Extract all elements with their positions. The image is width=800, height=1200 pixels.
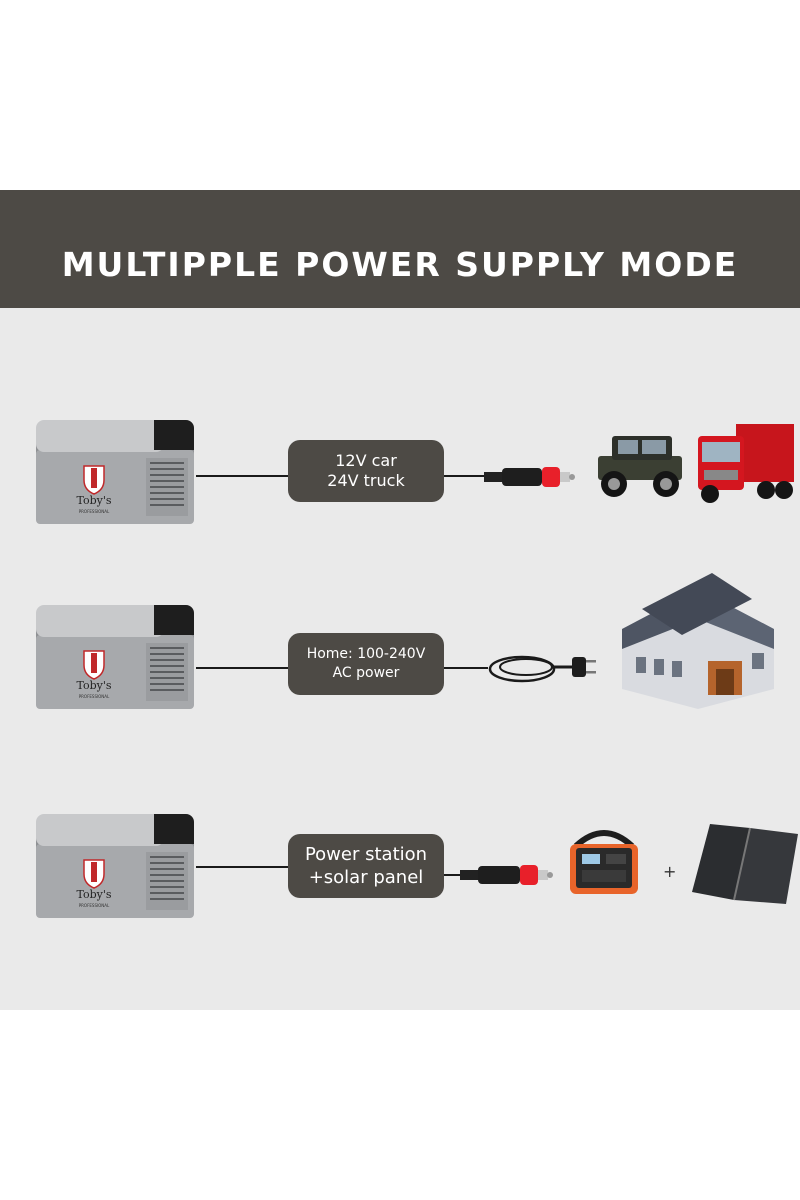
ac-plug-icon bbox=[488, 655, 596, 683]
fridge-image: Toby's PROFESSIONAL bbox=[36, 420, 194, 524]
mode-row-power-station: Toby's PROFESSIONAL Power station +solar… bbox=[0, 812, 800, 942]
mode-label-car: 12V car 24V truck bbox=[288, 440, 444, 502]
fridge-sub: PROFESSIONAL bbox=[79, 509, 110, 514]
car-plug-icon bbox=[460, 865, 553, 885]
mode-line1: Power station bbox=[304, 844, 428, 865]
jeep-icon bbox=[598, 436, 682, 497]
fridge-brand: Toby's bbox=[76, 679, 111, 692]
power-station-icon bbox=[570, 830, 638, 894]
vent-grille bbox=[150, 647, 184, 691]
mode-label-home: Home: 100-240V AC power bbox=[288, 633, 444, 695]
vent-grille bbox=[150, 462, 184, 506]
mode-line1: 12V car bbox=[335, 451, 397, 470]
plus-sign: + bbox=[663, 862, 677, 881]
mode-line1: Home: 100-240V bbox=[306, 646, 426, 662]
fridge-brand: Toby's bbox=[76, 494, 111, 507]
cable bbox=[196, 866, 288, 868]
mode-label-power-station: Power station +solar panel bbox=[288, 834, 444, 898]
mode-line2: AC power bbox=[332, 665, 400, 681]
cable bbox=[196, 475, 288, 477]
mode-row-home: Toby's PROFESSIONAL Home: 100-240V AC po… bbox=[0, 573, 800, 733]
fridge-image: Toby's PROFESSIONAL bbox=[36, 814, 194, 918]
cable bbox=[196, 667, 288, 669]
title-banner bbox=[0, 190, 800, 308]
page-title: MULTIPPLE POWER SUPPLY MODE bbox=[61, 245, 739, 284]
house-icon bbox=[622, 573, 774, 709]
truck-icon bbox=[698, 424, 794, 503]
cable bbox=[444, 667, 488, 669]
mode-line2: +solar panel bbox=[308, 867, 424, 888]
car-plug-icon bbox=[484, 467, 575, 487]
mode-line2: 24V truck bbox=[327, 471, 405, 490]
mode-row-car: Toby's PROFESSIONAL 12V car 24V truck bbox=[0, 418, 800, 548]
fridge-image: Toby's PROFESSIONAL bbox=[36, 605, 194, 709]
solar-panel-icon bbox=[692, 824, 798, 904]
fridge-brand: Toby's bbox=[76, 888, 111, 901]
fridge-sub: PROFESSIONAL bbox=[79, 694, 110, 699]
vent-grille bbox=[150, 856, 184, 900]
cable bbox=[444, 874, 462, 876]
fridge-sub: PROFESSIONAL bbox=[79, 903, 110, 908]
cable bbox=[444, 475, 484, 477]
